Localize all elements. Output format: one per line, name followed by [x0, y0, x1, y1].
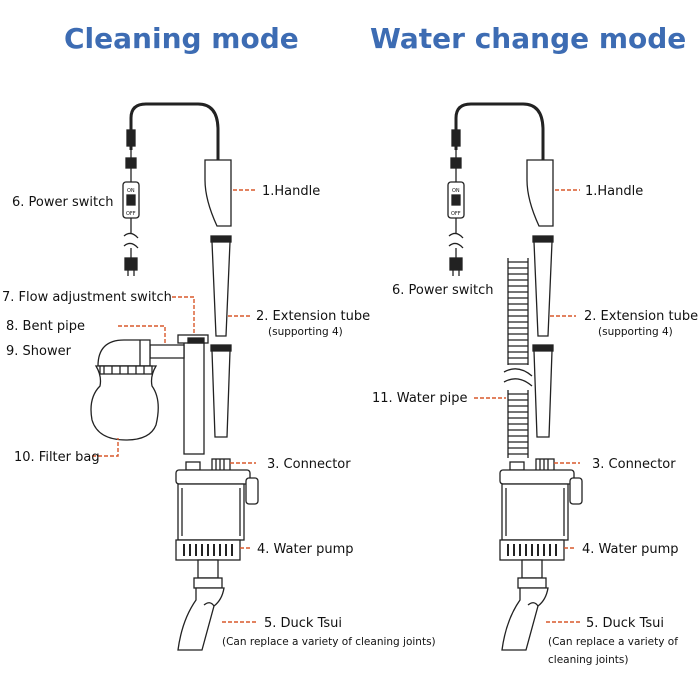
cord-connector: [125, 157, 137, 169]
handle-right: [526, 159, 554, 227]
label-water-pump-left: 4. Water pump: [257, 542, 354, 557]
label-flow-switch: 7. Flow adjustment switch: [2, 290, 172, 305]
label-water-pump-right: 4. Water pump: [582, 542, 679, 557]
label-duck-note-left: (Can replace a variety of cleaning joint…: [222, 636, 436, 648]
water-pump-top: [175, 469, 251, 485]
water-change-mode-drawing: ON OFF: [447, 102, 583, 651]
label-extension-note-left: (supporting 4): [268, 326, 343, 338]
outlet-pipe: [183, 339, 205, 455]
power-cord-right: [454, 102, 545, 160]
label-connector-left: 3. Connector: [267, 457, 351, 472]
extension-tube-right-1: [533, 241, 553, 337]
label-power-switch-right: 6. Power switch: [392, 283, 493, 298]
duck-neck: [197, 559, 219, 579]
cleaning-mode-drawing: ON OFF: [90, 102, 259, 651]
water-change-mode-title: Water change mode: [370, 22, 687, 55]
extension-tube-right-2: [533, 350, 553, 438]
label-extension-tube-right: 2. Extension tube: [584, 309, 698, 324]
bent-pipe: [149, 344, 185, 359]
connector-right: [535, 458, 555, 472]
label-duck-right: 5. Duck Tsui: [586, 616, 664, 631]
label-duck-left: 5. Duck Tsui: [264, 616, 342, 631]
shower: [97, 339, 151, 367]
water-pipe: [503, 258, 533, 458]
label-power-switch-left: 6. Power switch: [12, 195, 113, 210]
extension-tube-1: [210, 235, 232, 243]
label-extension-note-right: (supporting 4): [598, 326, 673, 338]
handle: [204, 159, 232, 227]
duck-mouth-right: [501, 587, 549, 651]
power-cord: [129, 102, 220, 160]
label-bent-pipe: 8. Bent pipe: [6, 319, 85, 334]
switch-off-mark: OFF: [126, 211, 136, 217]
water-pump-body: [177, 483, 245, 541]
switch-on-mark: ON: [127, 188, 135, 194]
water-pump-body-right: [501, 483, 569, 541]
cord-plug-top: [126, 129, 136, 147]
duck-mouth: [177, 587, 225, 651]
label-connector-right: 3. Connector: [592, 457, 676, 472]
switch-off-mark-right: OFF: [451, 211, 461, 217]
label-extension-tube-left: 2. Extension tube: [256, 309, 370, 324]
label-duck-note-right-2: cleaning joints): [548, 654, 628, 666]
label-handle-right: 1.Handle: [585, 184, 643, 199]
connector: [211, 458, 231, 472]
cleaning-mode-title: Cleaning mode: [64, 22, 299, 55]
wall-plug: [124, 257, 138, 271]
extension-tube-2: [210, 344, 232, 352]
filter-bag: [90, 365, 159, 441]
label-handle-left: 1.Handle: [262, 184, 320, 199]
label-water-pipe: 11. Water pipe: [372, 391, 467, 406]
label-filter-bag: 10. Filter bag: [14, 450, 100, 465]
label-shower: 9. Shower: [6, 344, 72, 359]
switch-on-mark-right: ON: [452, 188, 460, 194]
label-duck-note-right-1: (Can replace a variety of: [548, 636, 678, 648]
